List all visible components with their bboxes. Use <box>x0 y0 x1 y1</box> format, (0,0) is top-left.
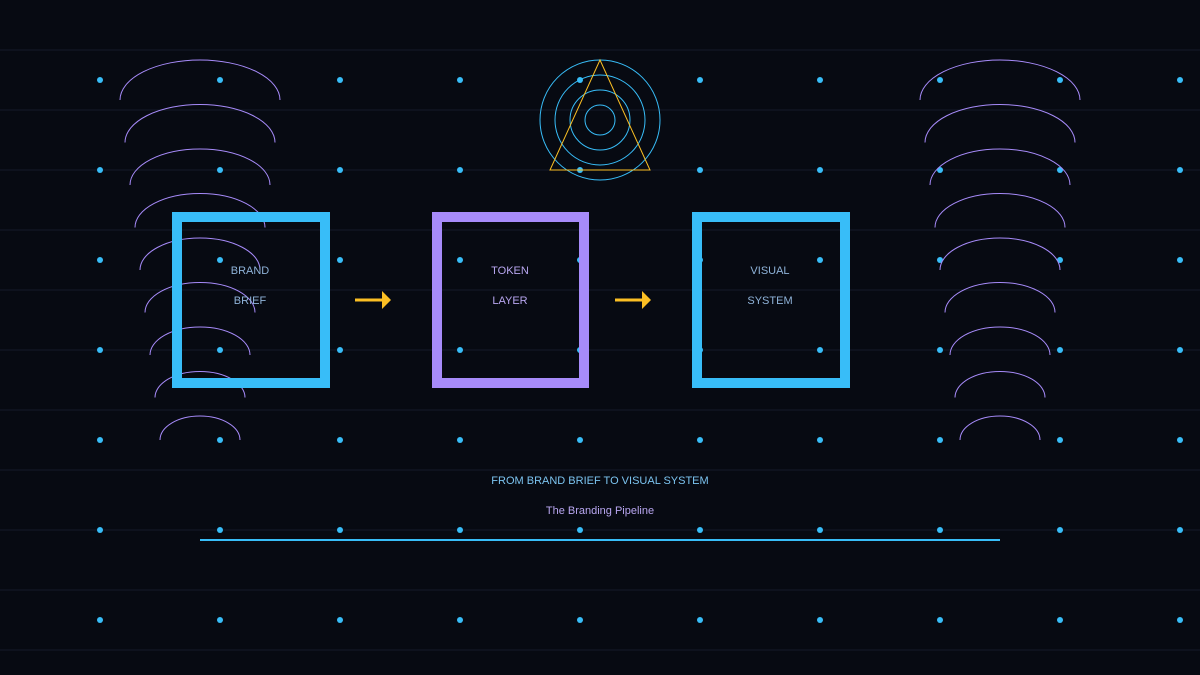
step-label-line2: BRIEF <box>234 295 267 307</box>
grid-dot <box>97 527 103 533</box>
grid-dot <box>697 167 703 173</box>
step-label-line1: TOKEN <box>491 265 529 277</box>
arc-stroke <box>139 237 261 271</box>
grid-dot <box>457 347 463 353</box>
grid-dot <box>817 347 823 353</box>
grid-dot <box>817 167 823 173</box>
grid-dot <box>97 617 103 623</box>
grid-dot <box>937 77 943 83</box>
grid-dot <box>937 437 943 443</box>
grid-dot <box>337 257 343 263</box>
grid-dot <box>1057 527 1063 533</box>
grid-dot <box>1057 167 1063 173</box>
step-label-line2: SYSTEM <box>747 295 792 307</box>
grid-dot <box>97 77 103 83</box>
step-box <box>692 212 850 388</box>
grid-dot <box>97 347 103 353</box>
step-box <box>432 212 589 388</box>
arc-stroke <box>124 104 276 143</box>
grid-dots <box>97 77 1183 623</box>
grid-dot <box>817 527 823 533</box>
arrow-right-icon <box>355 291 391 309</box>
arc-stroke <box>944 282 1056 313</box>
arc-stroke <box>129 148 271 186</box>
grid-dot <box>1177 617 1183 623</box>
grid-dot <box>457 617 463 623</box>
grid-dot <box>577 437 583 443</box>
grid-dot <box>1177 347 1183 353</box>
grid-dot <box>937 347 943 353</box>
grid-dot <box>937 527 943 533</box>
grid-dot <box>817 257 823 263</box>
grid-dot <box>1177 527 1183 533</box>
arrow-right-icon <box>615 291 651 309</box>
step-token-layer: TOKEN LAYER <box>432 212 589 388</box>
grid-dot <box>217 437 223 443</box>
grid-dot <box>457 257 463 263</box>
grid-dot <box>337 437 343 443</box>
arc-stroke <box>919 59 1081 101</box>
step-label-line1: BRAND <box>231 265 270 277</box>
grid-dot <box>1057 77 1063 83</box>
concentric-circles-triangle-icon <box>539 58 661 181</box>
grid-dot <box>937 617 943 623</box>
grid-dot <box>1177 77 1183 83</box>
grid-dot <box>817 77 823 83</box>
grid-dot <box>337 617 343 623</box>
arc-stroke <box>149 326 251 356</box>
arc-stroke <box>929 148 1071 186</box>
arc-stroke <box>959 415 1041 441</box>
grid-dot <box>217 167 223 173</box>
grid-dot <box>457 527 463 533</box>
diagram-subtitle: FROM BRAND BRIEF TO VISUAL SYSTEM <box>491 475 708 487</box>
grid-dot <box>697 77 703 83</box>
grid-dot <box>337 167 343 173</box>
grid-dot <box>457 77 463 83</box>
grid-dot <box>697 437 703 443</box>
arc-stroke <box>159 415 241 441</box>
grid-dot <box>337 77 343 83</box>
arc-stroke <box>144 282 256 313</box>
grid-dot <box>97 437 103 443</box>
grid-dot <box>217 617 223 623</box>
grid-dot <box>97 257 103 263</box>
step-brand-brief: BRAND BRIEF <box>172 212 330 388</box>
grid-dot <box>577 617 583 623</box>
step-label-line2: LAYER <box>492 295 527 307</box>
diagram-title: The Branding Pipeline <box>546 505 654 517</box>
right-arc-ornament <box>919 59 1081 441</box>
grid-dot <box>217 347 223 353</box>
grid-dot <box>457 167 463 173</box>
grid-dot <box>577 527 583 533</box>
grid-dot <box>1057 437 1063 443</box>
grid-dot <box>337 347 343 353</box>
arc-stroke <box>954 371 1046 398</box>
grid-dot <box>817 437 823 443</box>
grid-dot <box>217 257 223 263</box>
step-visual-system: VISUAL SYSTEM <box>692 212 850 388</box>
grid-dot <box>1177 437 1183 443</box>
grid-dot <box>697 527 703 533</box>
grid-dot <box>337 527 343 533</box>
grid-dot <box>1177 257 1183 263</box>
step-label-line1: VISUAL <box>750 265 789 277</box>
arc-stroke <box>939 237 1061 271</box>
arc-stroke <box>934 193 1066 228</box>
grid-dot <box>217 77 223 83</box>
step-box <box>172 212 330 388</box>
grid-dot <box>217 527 223 533</box>
grid-dot <box>97 167 103 173</box>
grid-dot <box>1057 347 1063 353</box>
grid-dot <box>1057 617 1063 623</box>
grid-dot <box>697 617 703 623</box>
grid-dot <box>817 617 823 623</box>
arc-stroke <box>119 59 281 101</box>
grid-dot <box>457 437 463 443</box>
grid-dot <box>937 167 943 173</box>
grid-dot <box>1177 167 1183 173</box>
arc-stroke <box>949 326 1051 356</box>
arc-stroke <box>924 104 1076 143</box>
